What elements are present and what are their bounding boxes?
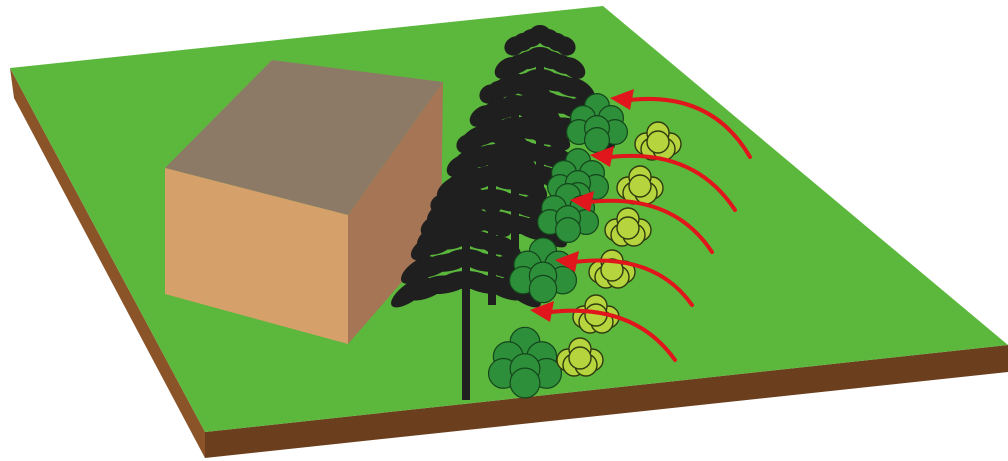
windbreak-diagram bbox=[0, 0, 1008, 461]
